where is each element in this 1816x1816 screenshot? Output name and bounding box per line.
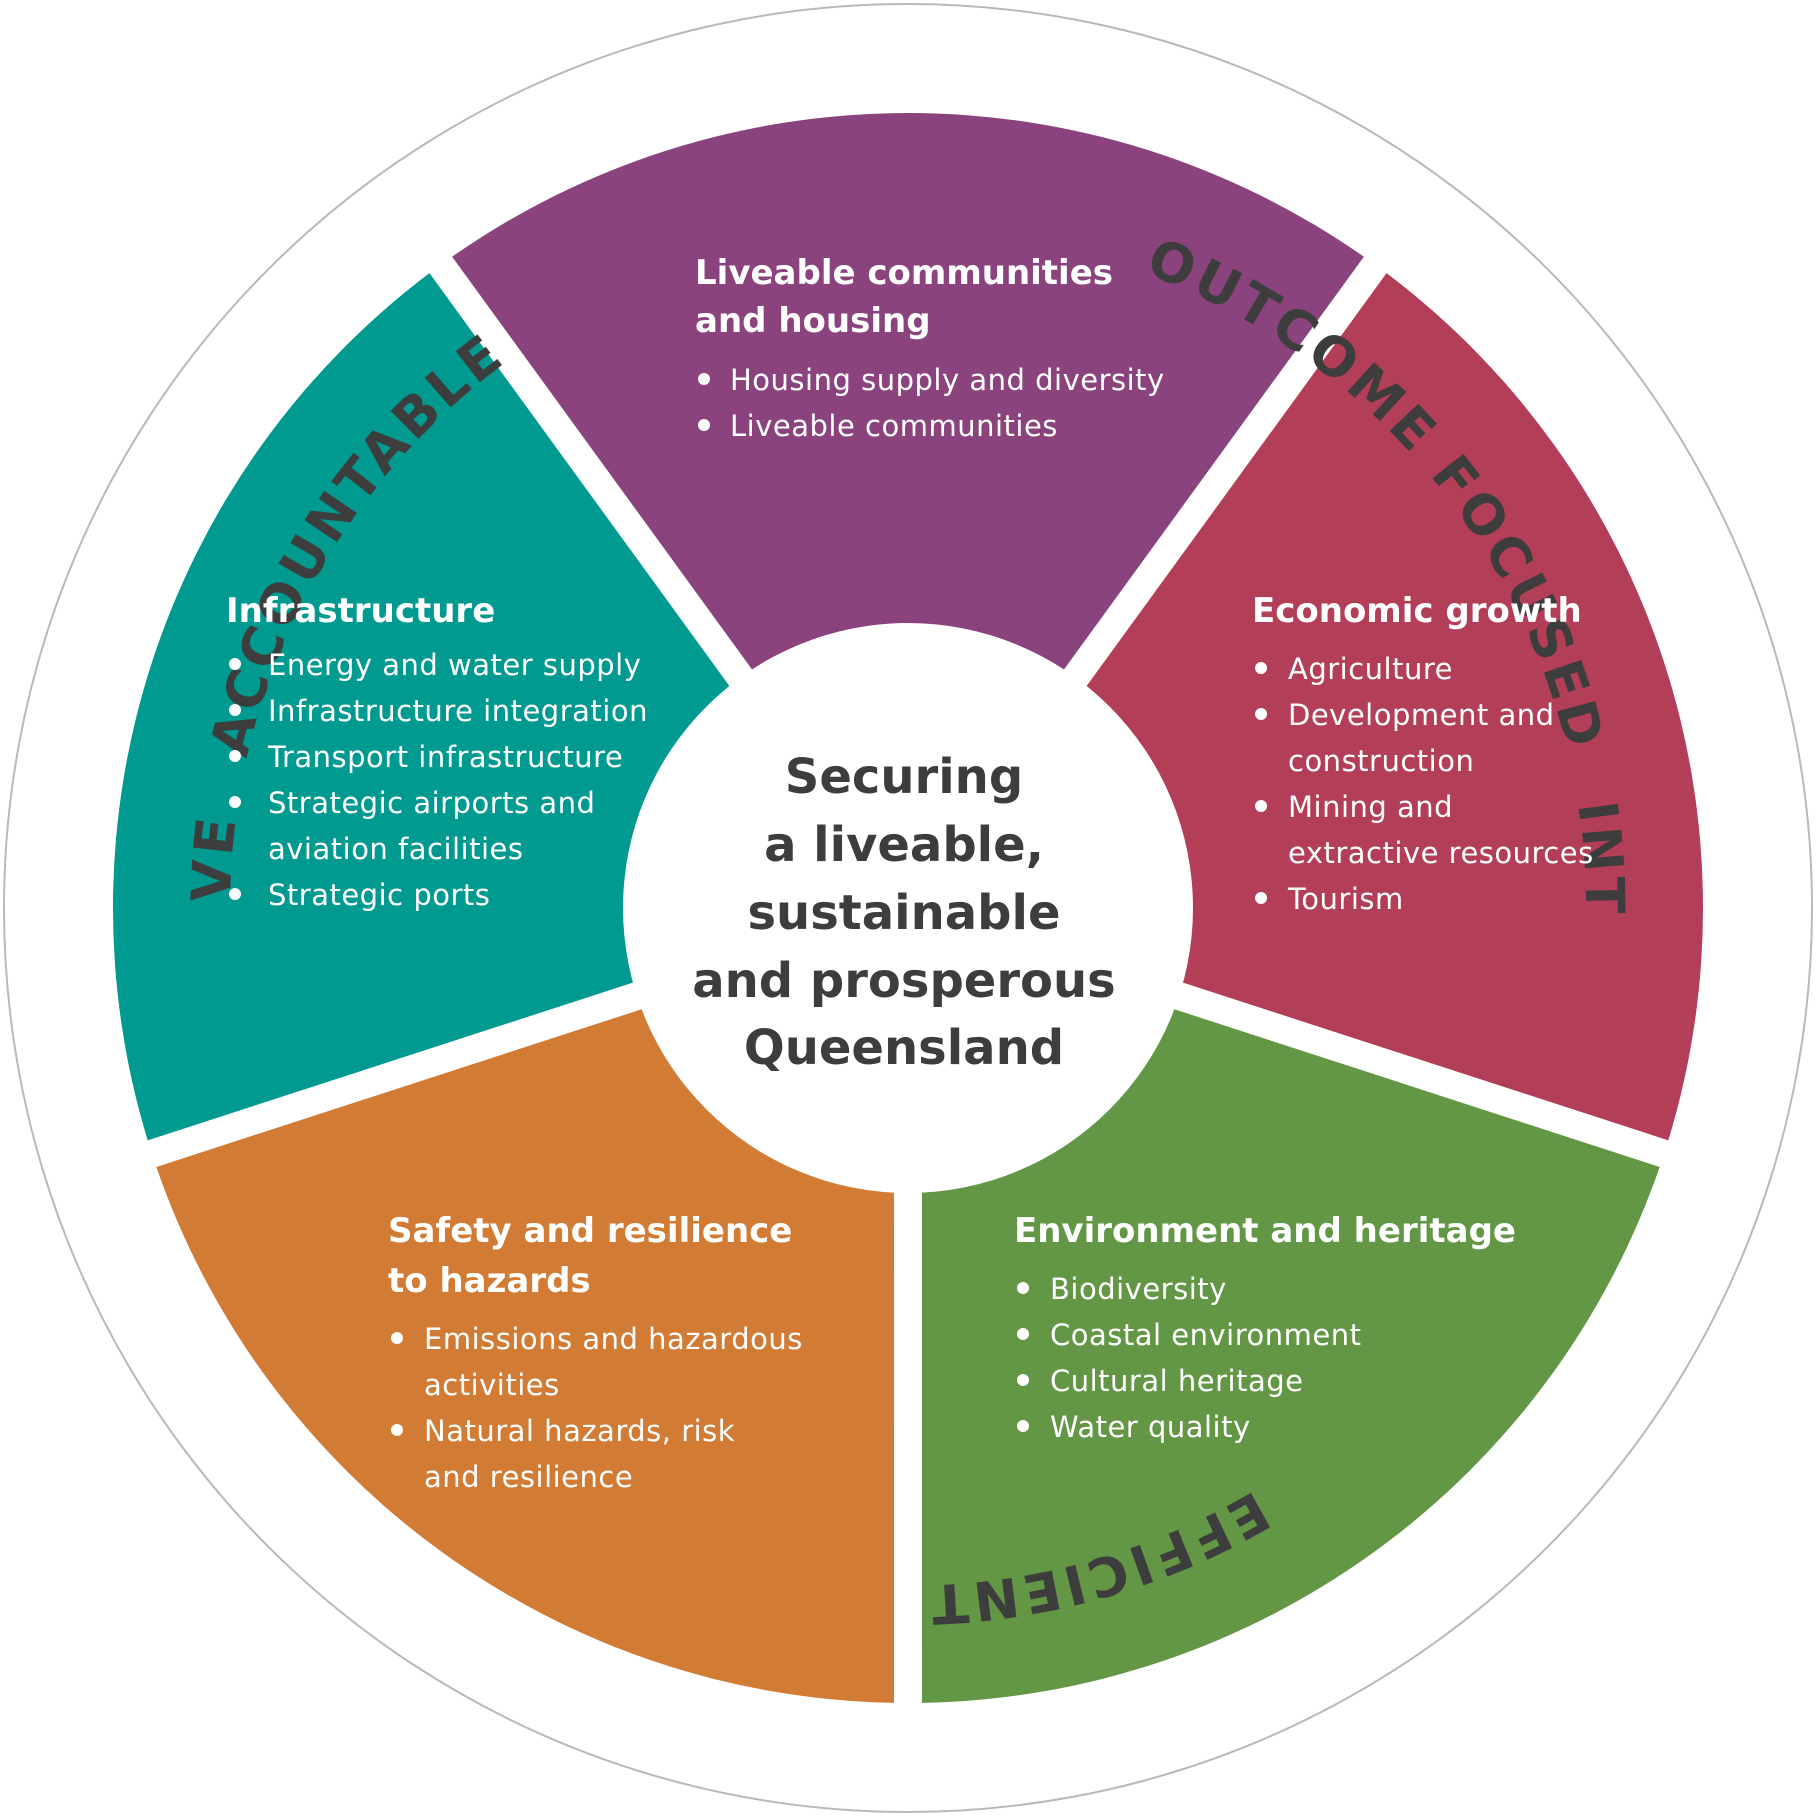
- economic-item-3: Mining and: [1288, 790, 1453, 824]
- environment-item-3: Cultural heritage: [1050, 1364, 1304, 1398]
- economic-item-3-cont: extractive resources: [1288, 836, 1594, 870]
- center-circle: [623, 623, 1193, 1193]
- environment-item-4: Water quality: [1050, 1410, 1251, 1444]
- infrastructure-text-block: Infrastructure Energy and water supply I…: [226, 591, 648, 912]
- infrastructure-item-1: Energy and water supply: [268, 648, 641, 682]
- economic-item-1: Agriculture: [1288, 652, 1453, 686]
- bullet-icon: [1255, 800, 1267, 812]
- safety-text-block: Safety and resilience to hazards Emissio…: [388, 1211, 803, 1494]
- center-line-4: and prosperous: [692, 953, 1116, 1009]
- economic-title: Economic growth: [1252, 591, 1582, 631]
- liveable-title-line-2: and housing: [695, 301, 931, 341]
- environment-item-2: Coastal environment: [1050, 1318, 1361, 1352]
- safety-title-line-1: Safety and resilience: [388, 1211, 792, 1251]
- segment-environment-heritage: [921, 1004, 1660, 1703]
- infrastructure-item-4: Strategic airports and: [268, 786, 595, 820]
- bullet-icon: [1017, 1374, 1029, 1386]
- bullet-icon: [229, 704, 241, 716]
- bullet-icon: [698, 419, 710, 431]
- infrastructure-item-3: Transport infrastructure: [267, 740, 623, 774]
- safety-title-line-2: to hazards: [388, 1261, 591, 1301]
- safety-item-2: Natural hazards, risk: [424, 1414, 735, 1448]
- liveable-title-line-1: Liveable communities: [695, 253, 1113, 293]
- infrastructure-item-5: Strategic ports: [268, 878, 490, 912]
- liveable-item-2: Liveable communities: [730, 409, 1058, 443]
- center-line-5: Queensland: [744, 1020, 1064, 1076]
- bullet-icon: [229, 750, 241, 762]
- bullet-icon: [391, 1332, 403, 1344]
- infrastructure-item-4-cont: aviation facilities: [268, 832, 524, 866]
- bullet-icon: [391, 1424, 403, 1436]
- safety-item-1: Emissions and hazardous: [424, 1322, 803, 1356]
- bullet-icon: [698, 373, 710, 385]
- economic-text-block: Economic growth Agriculture Development …: [1252, 591, 1594, 916]
- safety-item-2-cont: and resilience: [424, 1460, 633, 1494]
- safety-item-1-cont: activities: [424, 1368, 560, 1402]
- infrastructure-item-2: Infrastructure integration: [268, 694, 648, 728]
- bullet-icon: [229, 888, 241, 900]
- liveable-item-1: Housing supply and diversity: [730, 363, 1165, 397]
- environment-text-block: Environment and heritage Biodiversity Co…: [1014, 1211, 1516, 1444]
- bullet-icon: [1255, 662, 1267, 674]
- bullet-icon: [1255, 892, 1267, 904]
- economic-item-2-cont: construction: [1288, 744, 1474, 778]
- center-line-3: sustainable: [747, 885, 1060, 941]
- bullet-icon: [229, 658, 241, 670]
- bullet-icon: [1017, 1328, 1029, 1340]
- center-line-2: a liveable,: [764, 817, 1044, 873]
- segment-infrastructure: [113, 273, 740, 1141]
- center-text-block: Securing a liveable, sustainable and pro…: [692, 749, 1116, 1076]
- bullet-icon: [229, 796, 241, 808]
- bullet-icon: [1017, 1420, 1029, 1432]
- bullet-icon: [1255, 708, 1267, 720]
- infrastructure-title: Infrastructure: [226, 591, 495, 631]
- environment-title: Environment and heritage: [1014, 1211, 1516, 1251]
- segment-economic-growth: [1076, 273, 1703, 1141]
- segment-liveable-communities: [452, 113, 1364, 684]
- environment-item-1: Biodiversity: [1050, 1272, 1227, 1306]
- liveable-text-block: Liveable communities and housing Housing…: [695, 253, 1165, 443]
- economic-item-4: Tourism: [1287, 882, 1404, 916]
- bullet-icon: [1017, 1282, 1029, 1294]
- segment-safety-resilience: [156, 1004, 895, 1703]
- center-line-1: Securing: [785, 749, 1023, 805]
- economic-item-2: Development and: [1288, 698, 1555, 732]
